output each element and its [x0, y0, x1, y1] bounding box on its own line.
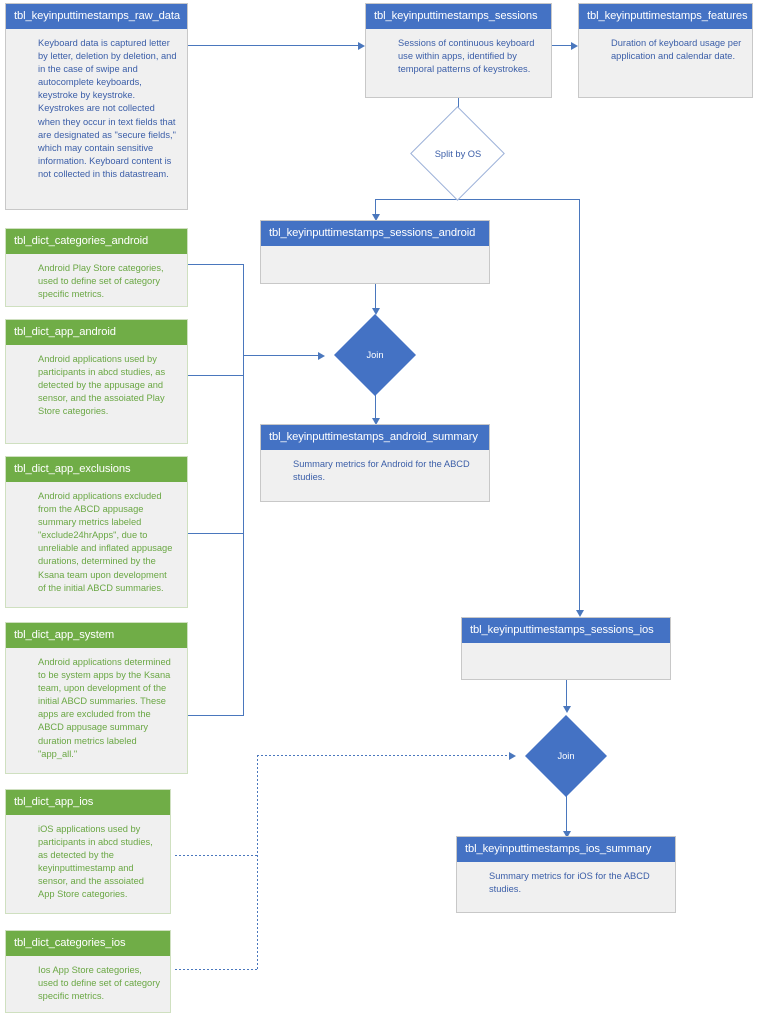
arrowhead-split-to-ios — [575, 610, 584, 617]
arrowhead-android-sessions-to-join — [371, 308, 380, 315]
node-sessions-android[interactable]: tbl_keyinputtimestamps_sessions_android — [260, 220, 490, 284]
node-dict-app-ios[interactable]: tbl_dict_app_ios iOS applications used b… — [5, 789, 171, 914]
connector-android-dict-trunk — [243, 264, 244, 715]
arrowhead-join-to-android-summary — [371, 418, 380, 425]
node-dict-app-android-title: tbl_dict_app_android — [6, 320, 187, 345]
node-dict-categories-android-body: Android Play Store categories, used to d… — [38, 263, 164, 300]
decision-join-android[interactable] — [333, 313, 417, 397]
connector-android-dict-to-join — [243, 355, 321, 357]
connector-dict-categories-android-stub — [188, 264, 244, 265]
node-dict-categories-android[interactable]: tbl_dict_categories_android Android Play… — [5, 228, 188, 307]
connector-raw-to-sessions — [188, 45, 358, 47]
node-dict-app-exclusions-title: tbl_dict_app_exclusions — [6, 457, 187, 482]
connector-android-sessions-to-join — [375, 284, 377, 311]
node-android-summary[interactable]: tbl_keyinputtimestamps_android_summary S… — [260, 424, 490, 502]
node-dict-app-system[interactable]: tbl_dict_app_system Android applications… — [5, 622, 188, 774]
connector-dict-app-android-stub — [188, 375, 244, 376]
connector-dict-app-exclusions-stub — [188, 533, 244, 534]
arrowhead-raw-to-sessions — [358, 41, 365, 50]
connector-join-to-android-summary — [375, 392, 377, 420]
node-sessions-ios-title: tbl_keyinputtimestamps_sessions_ios — [462, 618, 670, 643]
connector-split-bus — [375, 199, 579, 201]
arrowhead-split-to-android — [371, 214, 380, 221]
node-raw-data[interactable]: tbl_keyinputtimestamps_raw_data Keyboard… — [5, 3, 188, 210]
node-dict-app-system-body: Android applications determined to be sy… — [38, 657, 171, 759]
connector-split-to-android — [375, 199, 377, 217]
node-sessions-ios[interactable]: tbl_keyinputtimestamps_sessions_ios — [461, 617, 671, 680]
node-dict-app-android[interactable]: tbl_dict_app_android Android application… — [5, 319, 188, 444]
node-features-body: Duration of keyboard usage per applicati… — [611, 38, 742, 62]
node-sessions-android-body — [261, 246, 489, 272]
connector-ios-dict-trunk — [257, 755, 258, 970]
node-dict-app-ios-title: tbl_dict_app_ios — [6, 790, 170, 815]
node-dict-categories-ios-body: Ios App Store categories, used to define… — [38, 965, 160, 1002]
connector-dict-app-system-stub — [188, 715, 244, 716]
node-raw-data-body: Keyboard data is captured letter by lett… — [38, 38, 177, 179]
connector-ios-sessions-to-join — [566, 680, 568, 708]
node-android-summary-title: tbl_keyinputtimestamps_android_summary — [261, 425, 489, 450]
arrowhead-ios-dict-to-join — [509, 751, 516, 760]
node-sessions-body: Sessions of continuous keyboard use with… — [398, 38, 535, 75]
arrowhead-ios-sessions-to-join — [562, 706, 571, 713]
connector-dict-app-ios-stub — [175, 855, 258, 856]
node-sessions[interactable]: tbl_keyinputtimestamps_sessions Sessions… — [365, 3, 552, 98]
decision-join-ios[interactable] — [524, 714, 608, 798]
node-dict-app-ios-body: iOS applications used by participants in… — [38, 824, 153, 900]
node-features-title: tbl_keyinputtimestamps_features — [579, 4, 752, 29]
node-android-summary-body: Summary metrics for Android for the ABCD… — [293, 459, 470, 483]
arrowhead-sessions-to-features — [571, 41, 578, 50]
node-sessions-title: tbl_keyinputtimestamps_sessions — [366, 4, 551, 29]
node-dict-categories-ios[interactable]: tbl_dict_categories_ios Ios App Store ca… — [5, 930, 171, 1013]
node-sessions-android-title: tbl_keyinputtimestamps_sessions_android — [261, 221, 489, 246]
node-ios-summary[interactable]: tbl_keyinputtimestamps_ios_summary Summa… — [456, 836, 676, 913]
node-raw-data-title: tbl_keyinputtimestamps_raw_data — [6, 4, 187, 29]
connector-sessions-to-features — [552, 45, 571, 47]
node-dict-app-exclusions-body: Android applications excluded from the A… — [38, 491, 173, 593]
node-dict-app-exclusions[interactable]: tbl_dict_app_exclusions Android applicat… — [5, 456, 188, 608]
decision-split-by-os[interactable] — [410, 106, 505, 201]
node-dict-categories-android-title: tbl_dict_categories_android — [6, 229, 187, 254]
arrowhead-android-dict-to-join — [318, 351, 325, 360]
node-dict-app-system-title: tbl_dict_app_system — [6, 623, 187, 648]
connector-dict-categories-ios-stub — [175, 969, 258, 970]
arrowhead-join-to-ios-summary — [562, 831, 571, 838]
connector-split-to-ios — [579, 199, 581, 612]
node-sessions-ios-body — [462, 643, 670, 669]
node-dict-categories-ios-title: tbl_dict_categories_ios — [6, 931, 170, 956]
node-dict-app-android-body: Android applications used by participant… — [38, 354, 166, 417]
node-features[interactable]: tbl_keyinputtimestamps_features Duration… — [578, 3, 753, 98]
connector-join-to-ios-summary — [566, 789, 568, 833]
node-ios-summary-title: tbl_keyinputtimestamps_ios_summary — [457, 837, 675, 862]
node-ios-summary-body: Summary metrics for iOS for the ABCD stu… — [489, 871, 650, 895]
connector-ios-dict-to-join — [257, 755, 512, 756]
